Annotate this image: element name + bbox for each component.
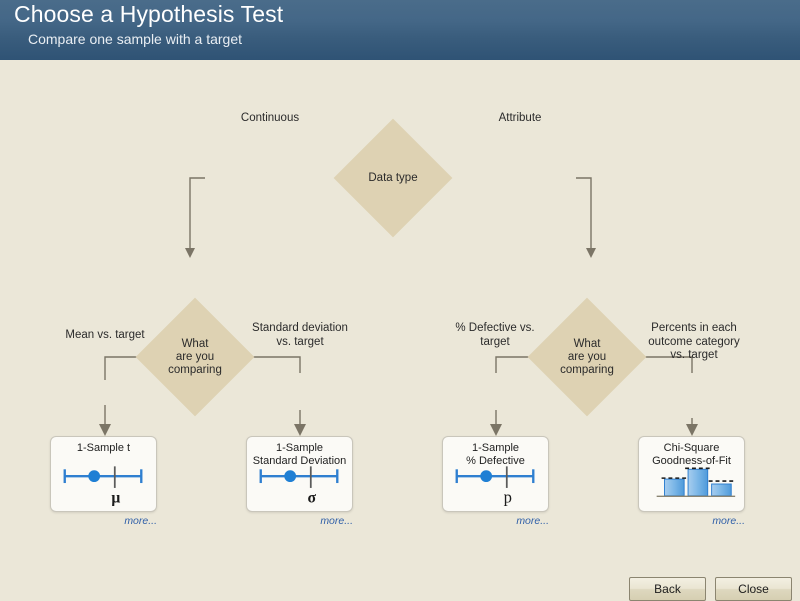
more-link-one-sample-standard-deviation[interactable]: more...	[320, 515, 353, 527]
edge-label-standard-deviation-vs-target: Standard deviation vs. target	[252, 322, 348, 348]
card-title: 1-Sample Standard Deviation	[252, 442, 347, 467]
decision-line-2: are you	[175, 350, 215, 363]
page-subtitle: Compare one sample with a target	[28, 31, 242, 47]
edge-label-percents-each-outcome-category: Percents in each outcome category vs. ta…	[648, 322, 740, 361]
test-card-chi-square-goodness-of-fit[interactable]: Chi-Square Goodness-of-Fit	[638, 436, 745, 512]
edge-label-mean-vs-target: Mean vs. target	[65, 329, 145, 341]
interval-plot-icon: p	[455, 466, 535, 507]
more-link-chi-square-goodness-of-fit[interactable]: more...	[712, 515, 745, 527]
decision-what-are-you-comparing-attribute[interactable]: What are you comparing	[527, 297, 647, 417]
card-symbol: σ	[307, 490, 316, 507]
back-button[interactable]: Back	[629, 577, 706, 601]
more-link-one-sample-t[interactable]: more...	[124, 515, 157, 527]
flowchart-canvas: Data type What are you comparing What ar…	[0, 60, 800, 601]
edge-label-attribute: Attribute	[498, 112, 542, 124]
card-title: Chi-Square Goodness-of-Fit	[652, 442, 731, 467]
edge-label-percent-defective-vs-target: % Defective vs. target	[455, 322, 535, 348]
card-title: 1-Sample % Defective	[466, 442, 525, 467]
interval-plot-icon: μ	[63, 466, 143, 507]
decision-line-2: are you	[567, 350, 607, 363]
decision-label: Data type	[368, 171, 418, 184]
test-card-one-sample-percent-defective[interactable]: 1-Sample % Defective p	[442, 436, 549, 512]
test-card-one-sample-t[interactable]: 1-Sample t μ	[50, 436, 157, 512]
page-title: Choose a Hypothesis Test	[14, 1, 284, 27]
bar-chart-icon	[656, 467, 736, 497]
window-header: Choose a Hypothesis Test Compare one sam…	[0, 0, 800, 60]
decision-label: What are you comparing	[166, 338, 224, 377]
decision-line-1: What	[181, 337, 209, 350]
card-title: 1-Sample t	[76, 442, 131, 454]
test-card-one-sample-standard-deviation[interactable]: 1-Sample Standard Deviation σ	[246, 436, 353, 512]
more-link-one-sample-percent-defective[interactable]: more...	[516, 515, 549, 527]
close-button[interactable]: Close	[715, 577, 792, 601]
decision-what-are-you-comparing-continuous[interactable]: What are you comparing	[135, 297, 255, 417]
decision-data-type[interactable]: Data type	[333, 118, 453, 238]
decision-label: What are you comparing	[558, 338, 616, 377]
decision-line-3: comparing	[168, 363, 222, 376]
edge-label-continuous: Continuous	[240, 112, 300, 124]
card-symbol: p	[504, 488, 512, 507]
card-symbol: μ	[111, 490, 120, 507]
interval-plot-icon: σ	[259, 466, 339, 507]
decision-line-1: What	[573, 337, 601, 350]
decision-line-3: comparing	[560, 363, 614, 376]
